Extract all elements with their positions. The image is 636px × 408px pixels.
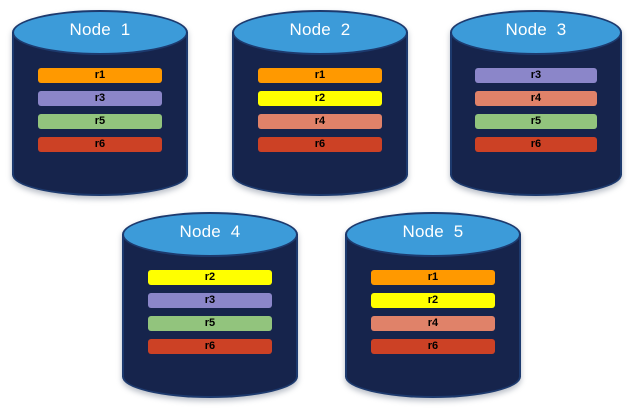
- cylinder-top-ellipse: [450, 10, 622, 55]
- shard-bar[interactable]: r5: [37, 114, 163, 129]
- shard-list: r3 r4 r5 r6: [450, 68, 622, 152]
- cylinder-top-ellipse: [232, 10, 408, 55]
- shard-list: r2 r3 r5 r6: [122, 270, 298, 354]
- shard-bar[interactable]: r3: [147, 293, 273, 308]
- database-node[interactable]: Node 5 r1 r2 r4 r6: [345, 212, 521, 398]
- shard-bar[interactable]: r5: [147, 316, 273, 331]
- node-label: Node 2: [289, 20, 351, 39]
- shard-bar[interactable]: r3: [37, 91, 163, 106]
- shard-bar[interactable]: r2: [370, 293, 496, 308]
- shard-list: r1 r3 r5 r6: [12, 68, 188, 152]
- shard-bar[interactable]: r4: [474, 91, 598, 106]
- database-node[interactable]: Node 1 r1 r3 r5 r6: [12, 10, 188, 196]
- shard-bar[interactable]: r5: [474, 114, 598, 129]
- shard-bar[interactable]: r6: [370, 339, 496, 354]
- cylinder-top-ellipse: [122, 212, 298, 257]
- node-label: Node 4: [179, 222, 241, 241]
- database-node[interactable]: Node 3 r3 r4 r5 r6: [450, 10, 622, 196]
- node-label: Node 5: [402, 222, 464, 241]
- node-label: Node 1: [69, 20, 131, 39]
- shard-list: r1 r2 r4 r6: [345, 270, 521, 354]
- cylinder-top-ellipse: [12, 10, 188, 55]
- shard-bar[interactable]: r3: [474, 68, 598, 83]
- shard-bar[interactable]: r6: [37, 137, 163, 152]
- shard-bar[interactable]: r4: [370, 316, 496, 331]
- node-label: Node 3: [505, 20, 567, 39]
- shard-bar[interactable]: r4: [257, 114, 383, 129]
- shard-bar[interactable]: r6: [474, 137, 598, 152]
- shard-list: r1 r2 r4 r6: [232, 68, 408, 152]
- cylinder-top-ellipse: [345, 212, 521, 257]
- database-node[interactable]: Node 4 r2 r3 r5 r6: [122, 212, 298, 398]
- shard-bar[interactable]: r1: [370, 270, 496, 285]
- shard-bar[interactable]: r6: [147, 339, 273, 354]
- shard-bar[interactable]: r1: [37, 68, 163, 83]
- shard-bar[interactable]: r6: [257, 137, 383, 152]
- database-node[interactable]: Node 2 r1 r2 r4 r6: [232, 10, 408, 196]
- shard-bar[interactable]: r2: [257, 91, 383, 106]
- shard-bar[interactable]: r1: [257, 68, 383, 83]
- shard-bar[interactable]: r2: [147, 270, 273, 285]
